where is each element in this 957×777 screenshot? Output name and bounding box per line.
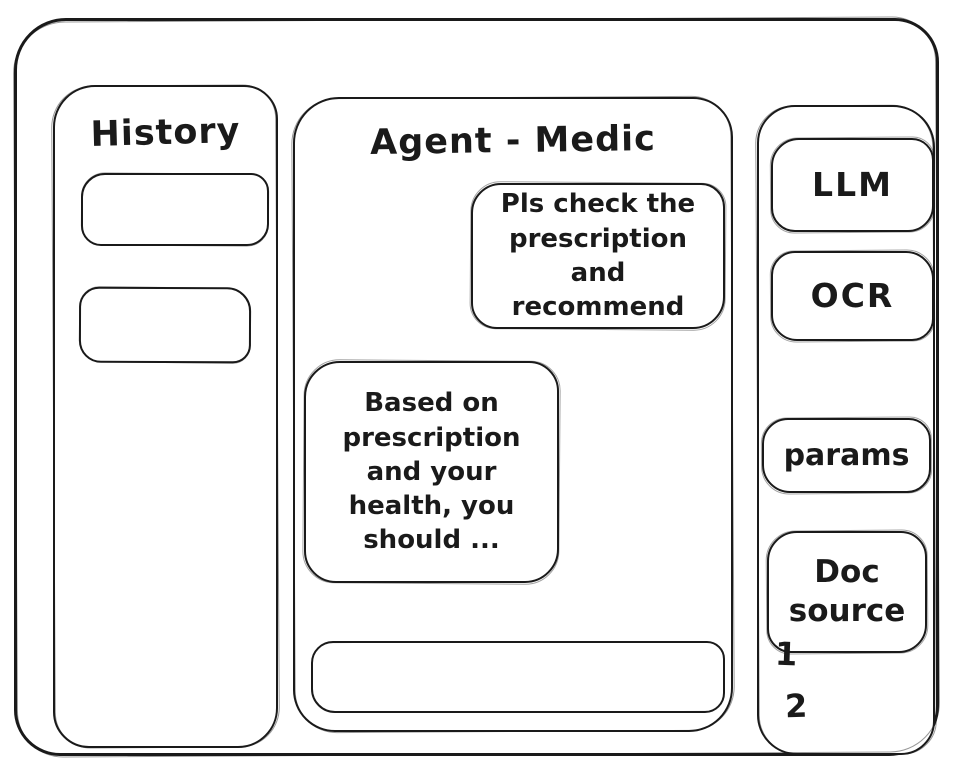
chat-panel: Agent - Medic Pls check the prescription… — [293, 97, 733, 732]
app-window: History Agent - Medic Pls check the pres… — [14, 18, 939, 756]
history-item[interactable] — [78, 286, 252, 364]
chat-title: Agent - Medic — [369, 119, 657, 163]
chat-input[interactable] — [313, 643, 723, 711]
params-button[interactable]: params — [762, 418, 931, 493]
assistant-message-bubble: Based on prescription and your health, y… — [304, 361, 559, 583]
tools-panel: LLM OCR params Doc source 1 2 — [757, 105, 935, 755]
llm-button[interactable]: LLM — [771, 138, 934, 232]
doc-source-item-1[interactable]: 1 — [774, 634, 798, 674]
doc-source-button[interactable]: Doc source — [767, 531, 927, 653]
ocr-button[interactable]: OCR — [771, 251, 934, 341]
history-item[interactable] — [81, 173, 269, 246]
chat-input-bar[interactable] — [311, 641, 725, 713]
history-panel: History — [53, 85, 278, 748]
history-title: History — [90, 111, 241, 155]
doc-source-item-2[interactable]: 2 — [784, 686, 808, 726]
user-message-bubble: Pls check the prescription and recommend — [471, 183, 725, 329]
